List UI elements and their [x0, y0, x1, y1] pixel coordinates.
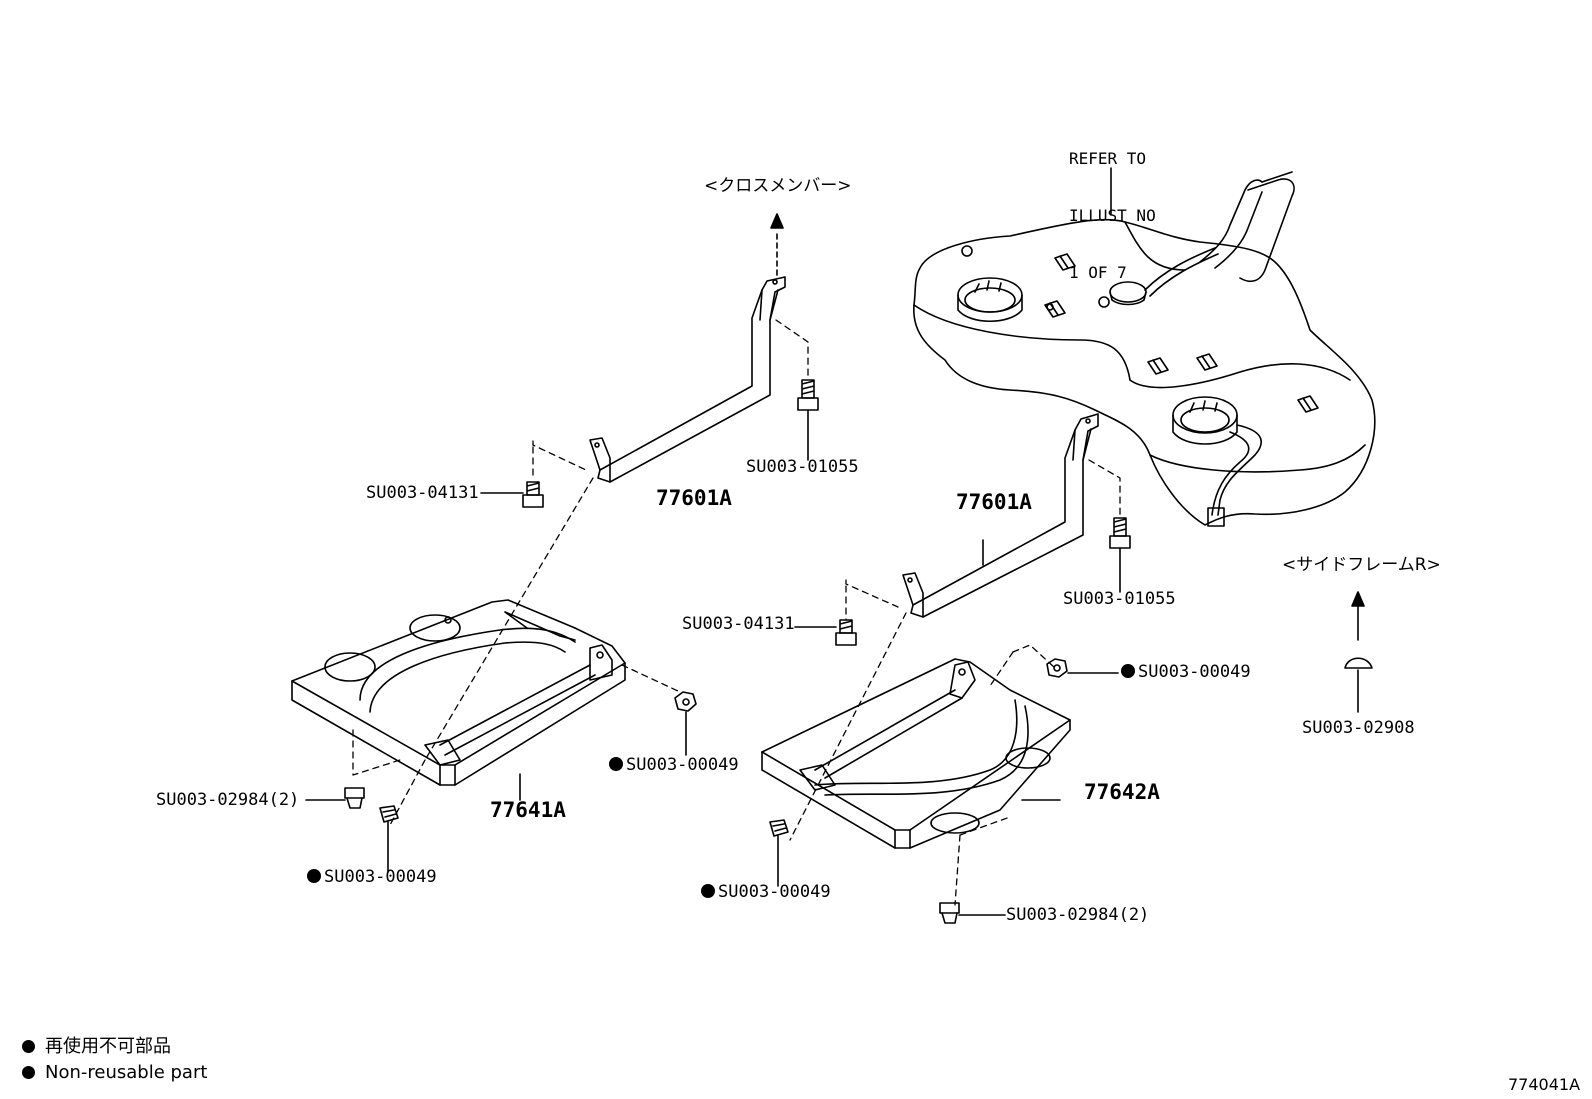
part-label-clip-right: SU003-02984(2) [1006, 905, 1150, 925]
bracket-right-drawing [902, 413, 1099, 618]
part-number-nut-right-clip: SU003-00049 [718, 882, 831, 902]
bolt-upper-left-drawing [797, 379, 819, 461]
direction-label-side-frame: <サイドフレームR> [1282, 555, 1441, 575]
nut-left-cover-drawing [674, 691, 697, 756]
non-reusable-dot-icon [307, 869, 321, 883]
clip-left-drawing [305, 787, 365, 809]
part-label-bolt-upper-left: SU003-01055 [746, 457, 859, 477]
legend-row-en: Non-reusable part [22, 1060, 207, 1086]
dashed-leaders-left [352, 319, 809, 826]
legend-text-jp: 再使用不可部品 [45, 1036, 171, 1057]
non-reusable-dot-icon [701, 884, 715, 898]
part-label-nut-right-clip: SU003-00049 [701, 882, 831, 902]
part-label-bracket-left: 77601A [656, 486, 732, 510]
refer-note-line2: ILLUST NO [1069, 206, 1156, 225]
part-label-cover-left: 77641A [490, 798, 566, 822]
refer-note-line3: 1 OF 7 [1069, 263, 1127, 282]
refer-note-line1: REFER TO [1069, 149, 1147, 168]
part-label-bolt-upper-right: SU003-01055 [1063, 589, 1176, 609]
part-label-bolt-lower-right: SU003-04131 [682, 614, 795, 634]
bolt-lower-left-drawing [480, 481, 544, 508]
refer-note: REFER TO ILLUST NO 1 OF 7 [1069, 111, 1156, 301]
part-label-nut-left-clip: SU003-00049 [307, 867, 437, 887]
clip-right-drawing [939, 902, 1006, 924]
nut-right-cover-drawing [1046, 658, 1119, 678]
legend: 再使用不可部品 Non-reusable part [22, 1034, 207, 1086]
dashed-leaders-right [789, 459, 1121, 906]
bolt-upper-right-drawing [1109, 517, 1131, 593]
fuel-tank-illustration [913, 167, 1376, 527]
non-reusable-dot-icon [1121, 664, 1135, 678]
side-clip-drawing [1344, 591, 1373, 713]
bolt-lower-right-drawing [794, 619, 857, 646]
part-label-nut-left-cover: SU003-00049 [609, 755, 739, 775]
part-label-clip-left: SU003-02984(2) [156, 790, 300, 810]
cover-left-drawing [291, 599, 626, 801]
part-label-cover-right: 77642A [1084, 780, 1160, 804]
legend-row-jp: 再使用不可部品 [22, 1034, 207, 1060]
part-number-nut-right-cover: SU003-00049 [1138, 662, 1251, 682]
nut-right-clip-drawing [769, 819, 789, 887]
part-label-side-clip: SU003-02908 [1302, 718, 1415, 738]
non-reusable-dot-icon [609, 757, 623, 771]
legend-dot-icon [22, 1040, 35, 1053]
direction-label-cross-member: <クロスメンバー> [704, 176, 852, 196]
part-label-bracket-right: 77601A [956, 490, 1032, 514]
legend-text-en: Non-reusable part [45, 1062, 208, 1083]
cover-right-drawing [761, 658, 1071, 849]
part-number-nut-left-cover: SU003-00049 [626, 755, 739, 775]
nut-left-clip-drawing [379, 805, 399, 873]
part-number-nut-left-clip: SU003-00049 [324, 867, 437, 887]
part-label-nut-right-cover: SU003-00049 [1121, 662, 1251, 682]
illustration-number: 774041A [1508, 1075, 1581, 1094]
legend-dot-icon [22, 1066, 35, 1079]
part-label-bolt-lower-left: SU003-04131 [366, 483, 479, 503]
bracket-left-drawing [589, 213, 786, 483]
